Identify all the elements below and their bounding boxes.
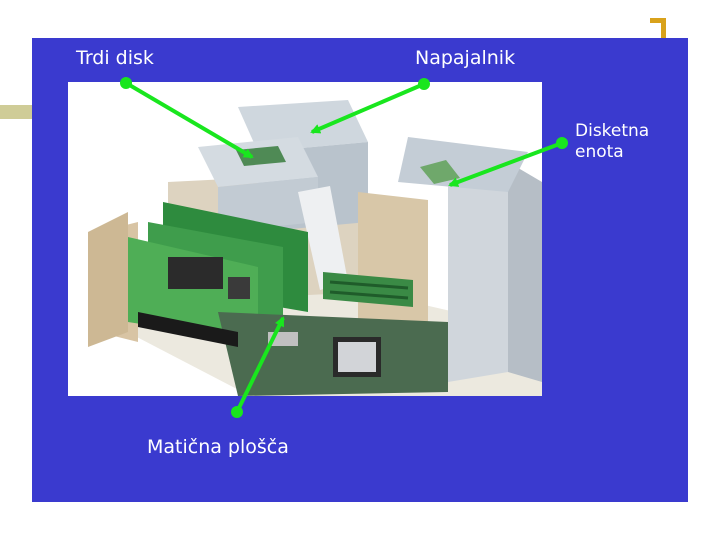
label-floppy-drive: Disketna enota (575, 121, 649, 163)
label-power-supply: Napajalnik (415, 48, 515, 69)
arrow-motherboard (231, 318, 283, 418)
arrow-power-supply (312, 78, 430, 132)
arrow-floppy-drive (450, 137, 568, 185)
label-motherboard: Matična plošča (147, 437, 289, 458)
arrow-hard-disk (120, 77, 252, 157)
label-hard-disk: Trdi disk (76, 48, 154, 69)
